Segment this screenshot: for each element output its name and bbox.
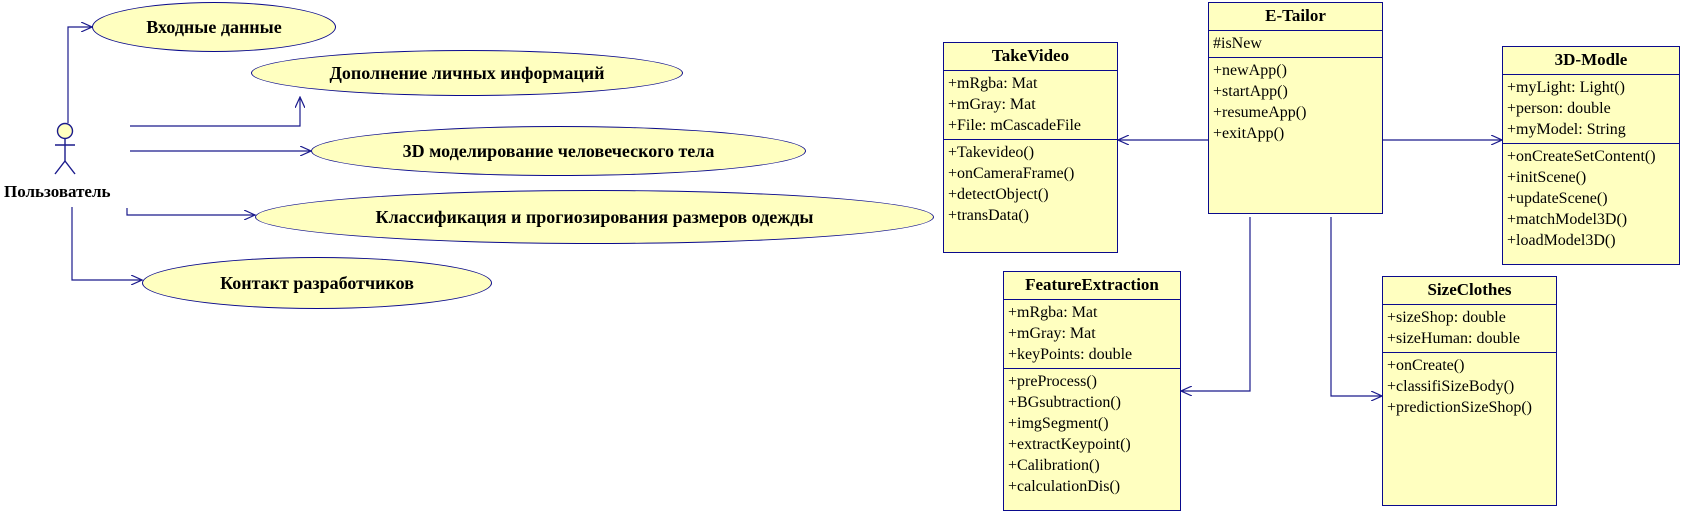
usecase-classification: Классификация и прогиозирования размеров… xyxy=(255,190,934,244)
actor-icon xyxy=(54,122,76,175)
usecase-personal: Дополнение личных информаций xyxy=(251,50,683,96)
class-method: +onCameraFrame() xyxy=(948,165,1075,182)
class-etailor: E-Tailor #isNew +newApp() +startApp() +resum… xyxy=(1208,2,1383,214)
class-method: +Calibration() xyxy=(1008,457,1100,474)
class-attribute: +person: double xyxy=(1507,100,1611,117)
class-name: TakeVideo xyxy=(944,43,1117,71)
link-personal xyxy=(130,97,300,127)
class-method: +imgSegment() xyxy=(1008,415,1109,432)
class-attributes: +mRgba: Mat +mGray: Mat +File: mCascadeFil… xyxy=(944,71,1117,140)
class-attribute: +keyPoints: double xyxy=(1008,346,1133,363)
class-attributes: +myLight: Light() +person: double +myModel… xyxy=(1503,75,1679,144)
class-attribute: +mGray: Mat xyxy=(1008,325,1096,342)
class-method: +resumeApp() xyxy=(1213,104,1307,121)
usecase-label: Дополнение личных информаций xyxy=(329,62,605,83)
class-attribute: +mRgba: Mat xyxy=(948,75,1038,92)
class-method: +matchModel3D() xyxy=(1507,211,1628,228)
class-name: FeatureExtraction xyxy=(1004,272,1180,300)
class-attribute: +sizeShop: double xyxy=(1387,309,1506,326)
class-method: +loadModel3D() xyxy=(1507,232,1616,249)
assoc-etailor-feature xyxy=(1181,217,1251,391)
class-attribute: +myLight: Light() xyxy=(1507,79,1625,96)
usecase-label: Классификация и прогиозирования размеров… xyxy=(375,206,814,227)
class-name: 3D-Modle xyxy=(1503,47,1679,75)
assoc-etailor-sizeclothes xyxy=(1330,217,1382,396)
class-sizeclothes: SizeClothes +sizeShop: double +sizeHuman: … xyxy=(1382,276,1557,506)
actor-label: Пользователь xyxy=(4,182,111,201)
class-methods: +Takevideo() +onCameraFrame() +detectObjec… xyxy=(944,140,1117,229)
class-method: +transData() xyxy=(948,207,1029,224)
class-method: +initScene() xyxy=(1507,169,1587,186)
class-method: +onCreateSetContent() xyxy=(1507,148,1656,165)
class-methods: +newApp() +startApp() +resumeApp() +exitApp… xyxy=(1209,58,1382,147)
class-3d-modle: 3D-Modle +myLight: Light() +person: double… xyxy=(1502,46,1680,265)
usecase-input: Входные данные xyxy=(92,2,336,52)
class-attributes: +mRgba: Mat +mGray: Mat +keyPoints: double xyxy=(1004,300,1180,369)
usecase-label: 3D моделирование человеческого тела xyxy=(402,140,715,161)
class-attribute: +mGray: Mat xyxy=(948,96,1036,113)
class-attribute: +File: mCascadeFile xyxy=(948,117,1081,134)
class-attribute: #isNew xyxy=(1213,35,1262,52)
class-attributes: +sizeShop: double +sizeHuman: double xyxy=(1383,305,1556,353)
class-method: +predictionSizeShop() xyxy=(1387,399,1532,416)
class-methods: +onCreate() +classifiSizeBody() +predictio… xyxy=(1383,353,1556,421)
class-attribute: +sizeHuman: double xyxy=(1387,330,1520,347)
class-method: +updateScene() xyxy=(1507,190,1608,207)
link-classify xyxy=(126,208,255,215)
class-attribute: +myModel: String xyxy=(1507,121,1626,138)
class-method: +exitApp() xyxy=(1213,125,1285,142)
class-method: +classifiSizeBody() xyxy=(1387,378,1515,395)
class-method: +onCreate() xyxy=(1387,357,1465,374)
class-methods: +preProcess() +BGsubtraction() +imgSegment… xyxy=(1004,369,1180,500)
usecase-label: Входные данные xyxy=(146,16,282,37)
class-methods: +onCreateSetContent() +initScene() +update… xyxy=(1503,144,1679,254)
class-takevideo: TakeVideo +mRgba: Mat +mGray: Mat +File: mC… xyxy=(943,42,1118,253)
class-attributes: #isNew xyxy=(1209,31,1382,58)
class-method: +calculationDis() xyxy=(1008,478,1121,495)
class-name: SizeClothes xyxy=(1383,277,1556,305)
link-contact xyxy=(71,207,142,280)
class-method: +preProcess() xyxy=(1008,373,1097,390)
class-method: +Takevideo() xyxy=(948,144,1035,161)
link-input xyxy=(67,27,92,123)
class-method: +extractKeypoint() xyxy=(1008,436,1131,453)
class-attribute: +mRgba: Mat xyxy=(1008,304,1098,321)
class-name: E-Tailor xyxy=(1209,3,1382,31)
class-method: +newApp() xyxy=(1213,62,1287,79)
usecase-contact: Контакт разработчиков xyxy=(142,257,492,309)
class-method: +startApp() xyxy=(1213,83,1288,100)
class-method: +BGsubtraction() xyxy=(1008,394,1121,411)
class-feature-extraction: FeatureExtraction+mRgba: Mat+mGray: Mat+… xyxy=(1003,271,1181,511)
class-method: +detectObject() xyxy=(948,186,1049,203)
usecase-3d-modeling: 3D моделирование человеческого тела xyxy=(311,126,806,176)
usecase-label: Контакт разработчиков xyxy=(220,272,414,293)
